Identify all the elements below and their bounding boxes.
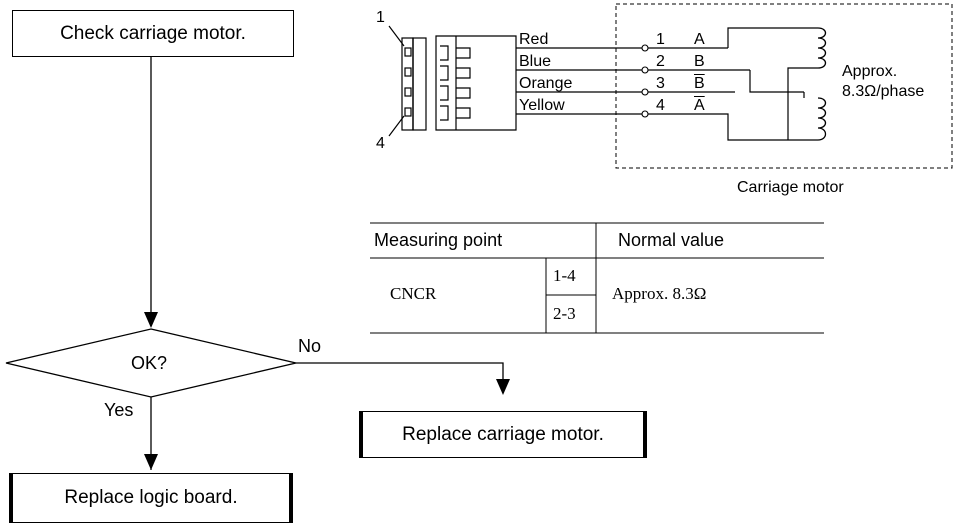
replace-carriage-motor-label: Replace carriage motor. [402, 423, 604, 445]
wire-color-blue: Blue [519, 53, 552, 70]
yes-label: Yes [104, 400, 134, 420]
table-header-value: Normal value [618, 230, 725, 250]
table-rules [370, 222, 824, 334]
measurement-table: Measuring point Normal value CNCR 1-4 2-… [370, 222, 824, 334]
motor-caption: Carriage motor [737, 179, 844, 196]
connector-pin-first: 1 [376, 9, 385, 26]
wire-color-yellow: Yellow [519, 97, 565, 114]
no-label: No [298, 336, 322, 356]
terminal-circles [641, 44, 649, 118]
table-point-2-3: 2-3 [553, 304, 576, 323]
connector-pin-last: 4 [376, 135, 385, 152]
arrowhead-decision [144, 312, 158, 328]
connector-male [388, 25, 427, 137]
connector-female [435, 35, 517, 131]
start-label: Check carriage motor. [60, 22, 246, 44]
arrowhead-yes [144, 454, 158, 470]
table-connector: CNCR [390, 284, 437, 303]
wire-color-orange: Orange [519, 75, 573, 92]
arrowhead-no [496, 379, 510, 395]
signal-b: B [694, 53, 705, 70]
terminal-pin-1: 1 [656, 31, 665, 48]
motor-resistance-line1: Approx. [842, 63, 898, 80]
signal-a-bar: A [694, 97, 705, 114]
motor-coils [817, 27, 827, 141]
terminal-pin-4: 4 [656, 97, 665, 114]
motor-enclosure [615, 3, 953, 169]
replace-logic-board-label: Replace logic board. [64, 487, 238, 508]
terminal-pin-3: 3 [656, 75, 665, 92]
table-header-point: Measuring point [374, 230, 503, 250]
start-box: Check carriage motor. [12, 10, 294, 57]
signal-a: A [694, 31, 705, 48]
table-value: Approx. 8.3Ω [612, 284, 707, 303]
wire-lines [516, 47, 643, 115]
motor-resistance-line2: 8.3Ω/phase [842, 83, 925, 100]
signal-b-bar: B [694, 75, 705, 92]
terminal-pin-2: 2 [656, 53, 665, 70]
motor-internal-wiring [648, 27, 818, 141]
table-point-1-4: 1-4 [553, 266, 576, 285]
replace-carriage-motor-box: Replace carriage motor. [359, 411, 647, 458]
decision-label: OK? [131, 353, 168, 373]
replace-logic-board-box: Replace logic board. [9, 473, 293, 523]
wire-color-red: Red [519, 31, 549, 48]
